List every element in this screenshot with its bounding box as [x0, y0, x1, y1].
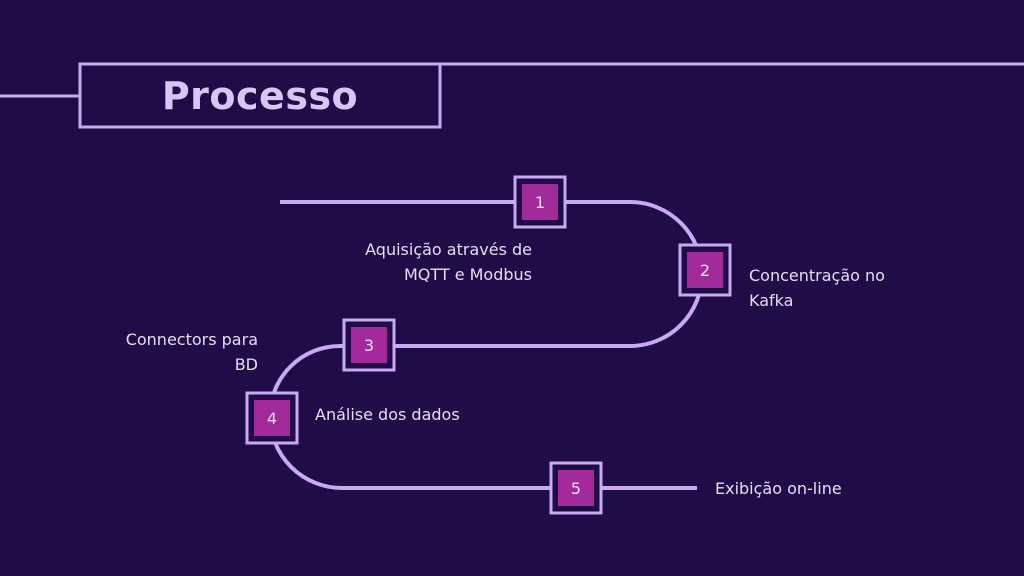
step-label-line: Aquisição através de	[365, 240, 532, 259]
step-label-line: Exibição on-line	[715, 479, 842, 498]
step-label-4: Análise dos dados	[315, 402, 575, 427]
step-number: 5	[571, 479, 581, 498]
step-label-2: Concentração no Kafka	[749, 263, 989, 313]
step-number: 4	[267, 409, 277, 428]
page-title: Processo	[161, 74, 359, 118]
step-label-line: MQTT e Modbus	[403, 265, 532, 284]
step-label-line: Concentração no	[749, 266, 885, 285]
step-marker-fill	[687, 252, 723, 288]
step-number: 2	[700, 261, 710, 280]
step-marker-fill	[558, 470, 594, 506]
step-label-1: Aquisição através de MQTT e Modbus	[290, 237, 532, 287]
title-box	[78, 62, 442, 129]
step-marker-1: 1	[513, 175, 567, 229]
step-label-line: BD	[234, 355, 258, 374]
step-marker-fill	[254, 400, 290, 436]
step-marker-fill	[351, 327, 387, 363]
step-marker-2: 2	[678, 243, 732, 297]
step-label-3: Connectors para BD	[60, 327, 258, 377]
step-marker-3: 3	[342, 318, 396, 372]
step-label-line: Kafka	[749, 291, 794, 310]
step-marker-4: 4	[245, 391, 299, 445]
step-number: 3	[364, 336, 374, 355]
step-number: 1	[535, 193, 545, 212]
process-path	[267, 200, 705, 490]
step-marker-fill	[522, 184, 558, 220]
step-label-5: Exibição on-line	[715, 476, 955, 501]
step-label-line: Connectors para	[125, 330, 258, 349]
step-marker-5: 5	[549, 461, 603, 515]
step-label-line: Análise dos dados	[315, 405, 460, 424]
